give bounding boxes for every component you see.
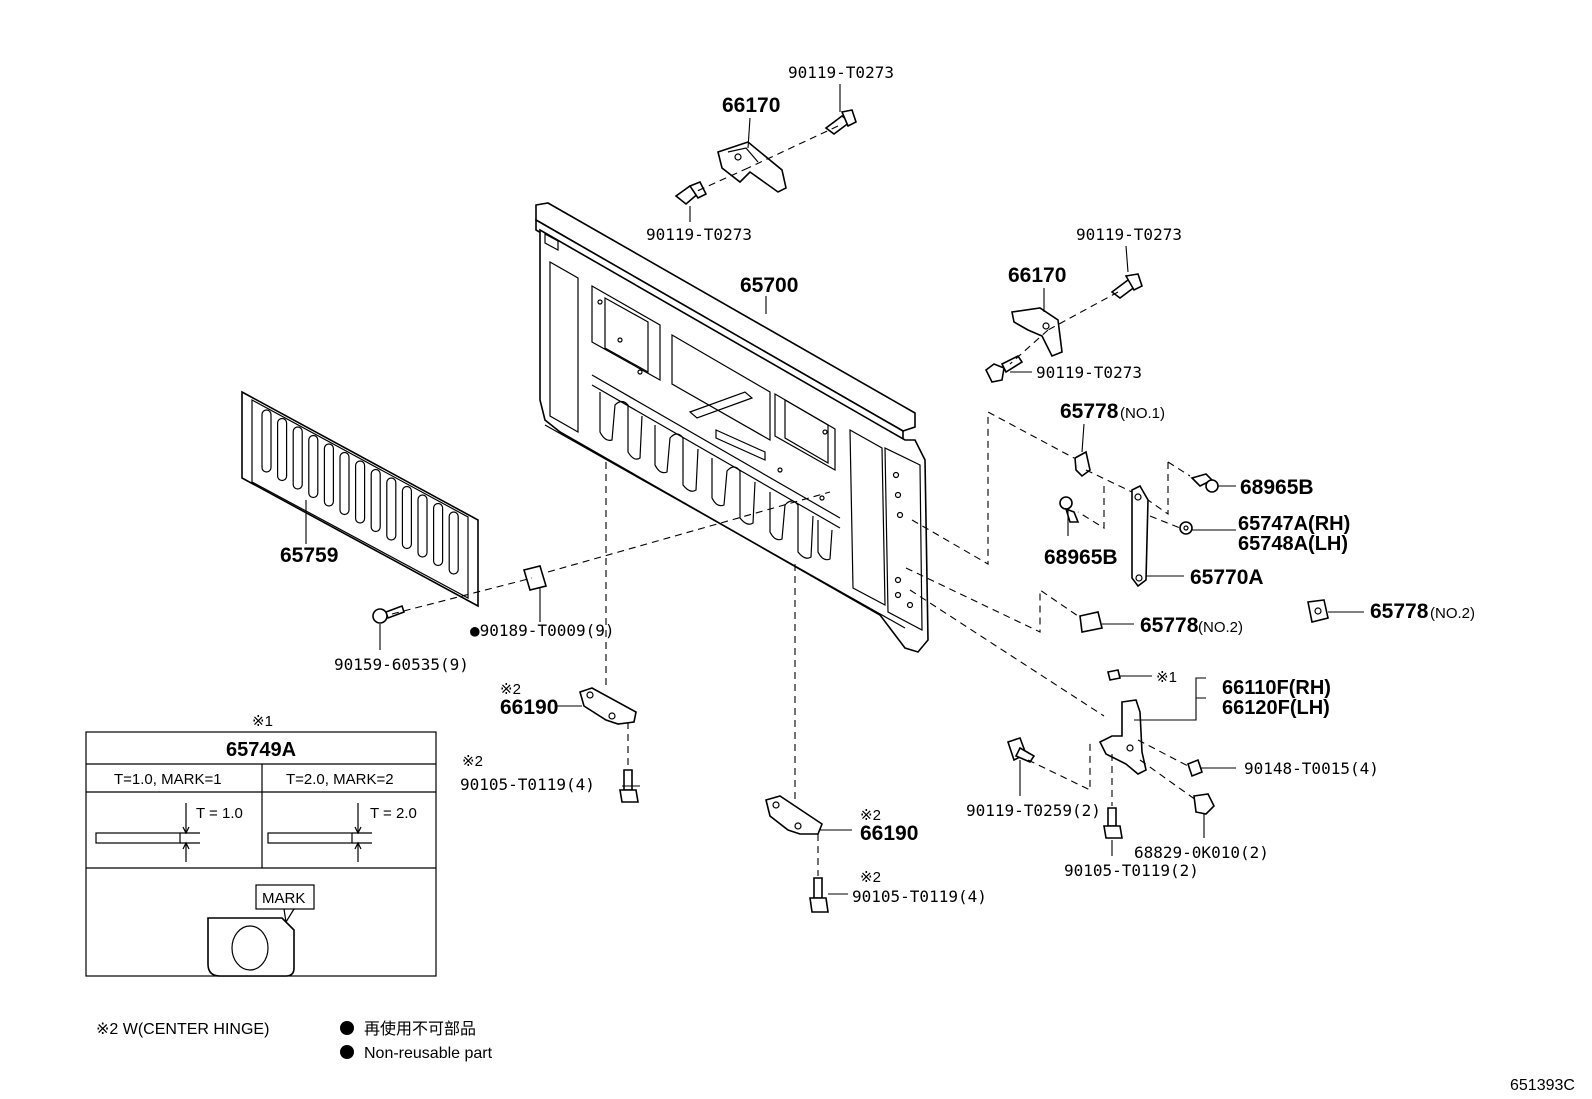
panel-slot <box>386 477 397 541</box>
hinge-66110F <box>1098 669 1147 775</box>
label-65770A: 65770A <box>1190 566 1264 589</box>
legend-center-hinge: ※2 W(CENTER HINGE) <box>96 1021 269 1038</box>
label-no2a: (NO.2) <box>1198 619 1243 636</box>
label-66170-top: 66170 <box>722 94 780 117</box>
bolt-90119-top-a <box>824 109 857 135</box>
label-66170-right: 66170 <box>1008 264 1066 287</box>
hinge-66190-center <box>765 795 823 835</box>
part-labels: 90119-T0273 66170 90119-T0273 65700 9011… <box>280 63 1475 906</box>
inset-65749A: ※1 65749A T=1.0, MARK=1 T=2.0, MARK=2 T … <box>85 713 437 977</box>
label-90119-right-mid: 90119-T0273 <box>1036 363 1142 382</box>
label-note2-c: ※2 <box>860 807 881 824</box>
panel-slot <box>339 451 350 516</box>
label-90105-right: 90105-T0119(2) <box>1064 861 1199 880</box>
inset-mark: MARK <box>262 890 305 907</box>
solid-leaders <box>305 84 1364 895</box>
label-90189: ●90189-T0009(9) <box>470 621 615 640</box>
bolt-90105-left <box>619 769 639 803</box>
label-90119-mid: 90119-T0273 <box>646 225 752 244</box>
label-90105-center: 90105-T0119(4) <box>852 887 987 906</box>
inset-col1: T=1.0, MARK=1 <box>114 771 222 788</box>
label-no1: (NO.1) <box>1120 405 1165 422</box>
label-66190-left: 66190 <box>500 696 558 719</box>
panel-slot <box>292 426 303 490</box>
label-65759: 65759 <box>280 544 338 567</box>
panel-slot <box>417 494 428 558</box>
washer-65747A <box>1179 521 1193 535</box>
inset-col2: T=2.0, MARK=2 <box>286 771 394 788</box>
label-90119-right-top: 90119-T0273 <box>1076 225 1182 244</box>
label-note1-right: ※1 <box>1156 669 1177 686</box>
panel-65759 <box>241 390 479 608</box>
legend-nonreusable-en: Non-reusable part <box>364 1045 493 1062</box>
bracket-66170-top <box>717 141 787 193</box>
link-65770A <box>1131 484 1149 588</box>
label-90159: 90159-60535(9) <box>334 655 469 674</box>
bolt-90119-top-b <box>674 180 708 206</box>
label-90105-left: 90105-T0119(4) <box>460 775 595 794</box>
label-66120F: 66120F(LH) <box>1222 697 1330 719</box>
label-65778-no2a: 65778 <box>1140 614 1199 637</box>
panel-slot <box>323 443 334 507</box>
inset-note: ※1 <box>252 713 273 730</box>
tailgate-65700 <box>535 202 929 653</box>
label-90119-T0259: 90119-T0259(2) <box>966 801 1101 820</box>
label-no2b: (NO.2) <box>1430 605 1475 622</box>
label-90148: 90148-T0015(4) <box>1244 759 1379 778</box>
label-65778-no1: 65778 <box>1060 400 1119 423</box>
panel-slot <box>355 460 366 524</box>
bracket-66170-right <box>1011 307 1063 358</box>
bushing-68829 <box>1193 793 1215 815</box>
clip-90189 <box>522 565 548 591</box>
legend-dot-2 <box>340 1045 354 1059</box>
inset-t2: T = 2.0 <box>370 805 417 822</box>
panel-slot <box>433 502 444 567</box>
panel-slot <box>448 511 459 575</box>
label-note2-d: ※2 <box>860 869 881 886</box>
label-68965B-a: 68965B <box>1240 476 1314 499</box>
label-66190-center: 66190 <box>860 822 918 845</box>
hinge-66190-left <box>579 687 637 725</box>
bolt-90119-right-b <box>984 354 1024 383</box>
label-65778-no2b: 65778 <box>1370 600 1429 623</box>
legend-dot-1 <box>340 1021 354 1035</box>
legend: ※2 W(CENTER HINGE) 再使用不可部品 Non-reusable … <box>96 1020 493 1062</box>
panel-slot <box>277 417 288 482</box>
label-65747A: 65747A(RH) <box>1238 513 1350 535</box>
label-65748A: 65748A(LH) <box>1238 533 1348 555</box>
bolt-90119-right-a <box>1110 273 1143 299</box>
dashed-connectors <box>391 125 1197 876</box>
bolt-90119-T0259 <box>1006 736 1036 763</box>
panel-slot <box>261 409 272 473</box>
inset-title: 65749A <box>226 739 296 761</box>
bolt-90148 <box>1187 758 1203 778</box>
label-note2-b: ※2 <box>462 753 483 770</box>
clip-65778-no2-b <box>1307 599 1329 623</box>
bolt-90105-center <box>809 877 829 913</box>
bolt-90105-right <box>1103 807 1123 839</box>
label-68829: 68829-0K010(2) <box>1134 843 1269 862</box>
panel-slot <box>401 485 412 550</box>
label-90119-top: 90119-T0273 <box>788 63 894 82</box>
figure-id: 651393C <box>1510 1077 1575 1094</box>
bolt-90159 <box>372 604 406 624</box>
label-note2-a: ※2 <box>500 681 521 698</box>
label-65700: 65700 <box>740 274 798 297</box>
clip-65778-no2-a <box>1079 611 1103 633</box>
label-66110F: 66110F(RH) <box>1222 677 1331 699</box>
clip-65778-no1 <box>1074 450 1091 478</box>
panel-slot <box>308 434 319 499</box>
bolt-68965B-b <box>1059 496 1080 523</box>
bolt-68965B-a <box>1190 473 1219 493</box>
legend-nonreusable-jp: 再使用不可部品 <box>364 1020 476 1038</box>
label-68965B-b: 68965B <box>1044 546 1118 569</box>
inset-t1: T = 1.0 <box>196 805 243 822</box>
panel-slot <box>370 468 381 533</box>
